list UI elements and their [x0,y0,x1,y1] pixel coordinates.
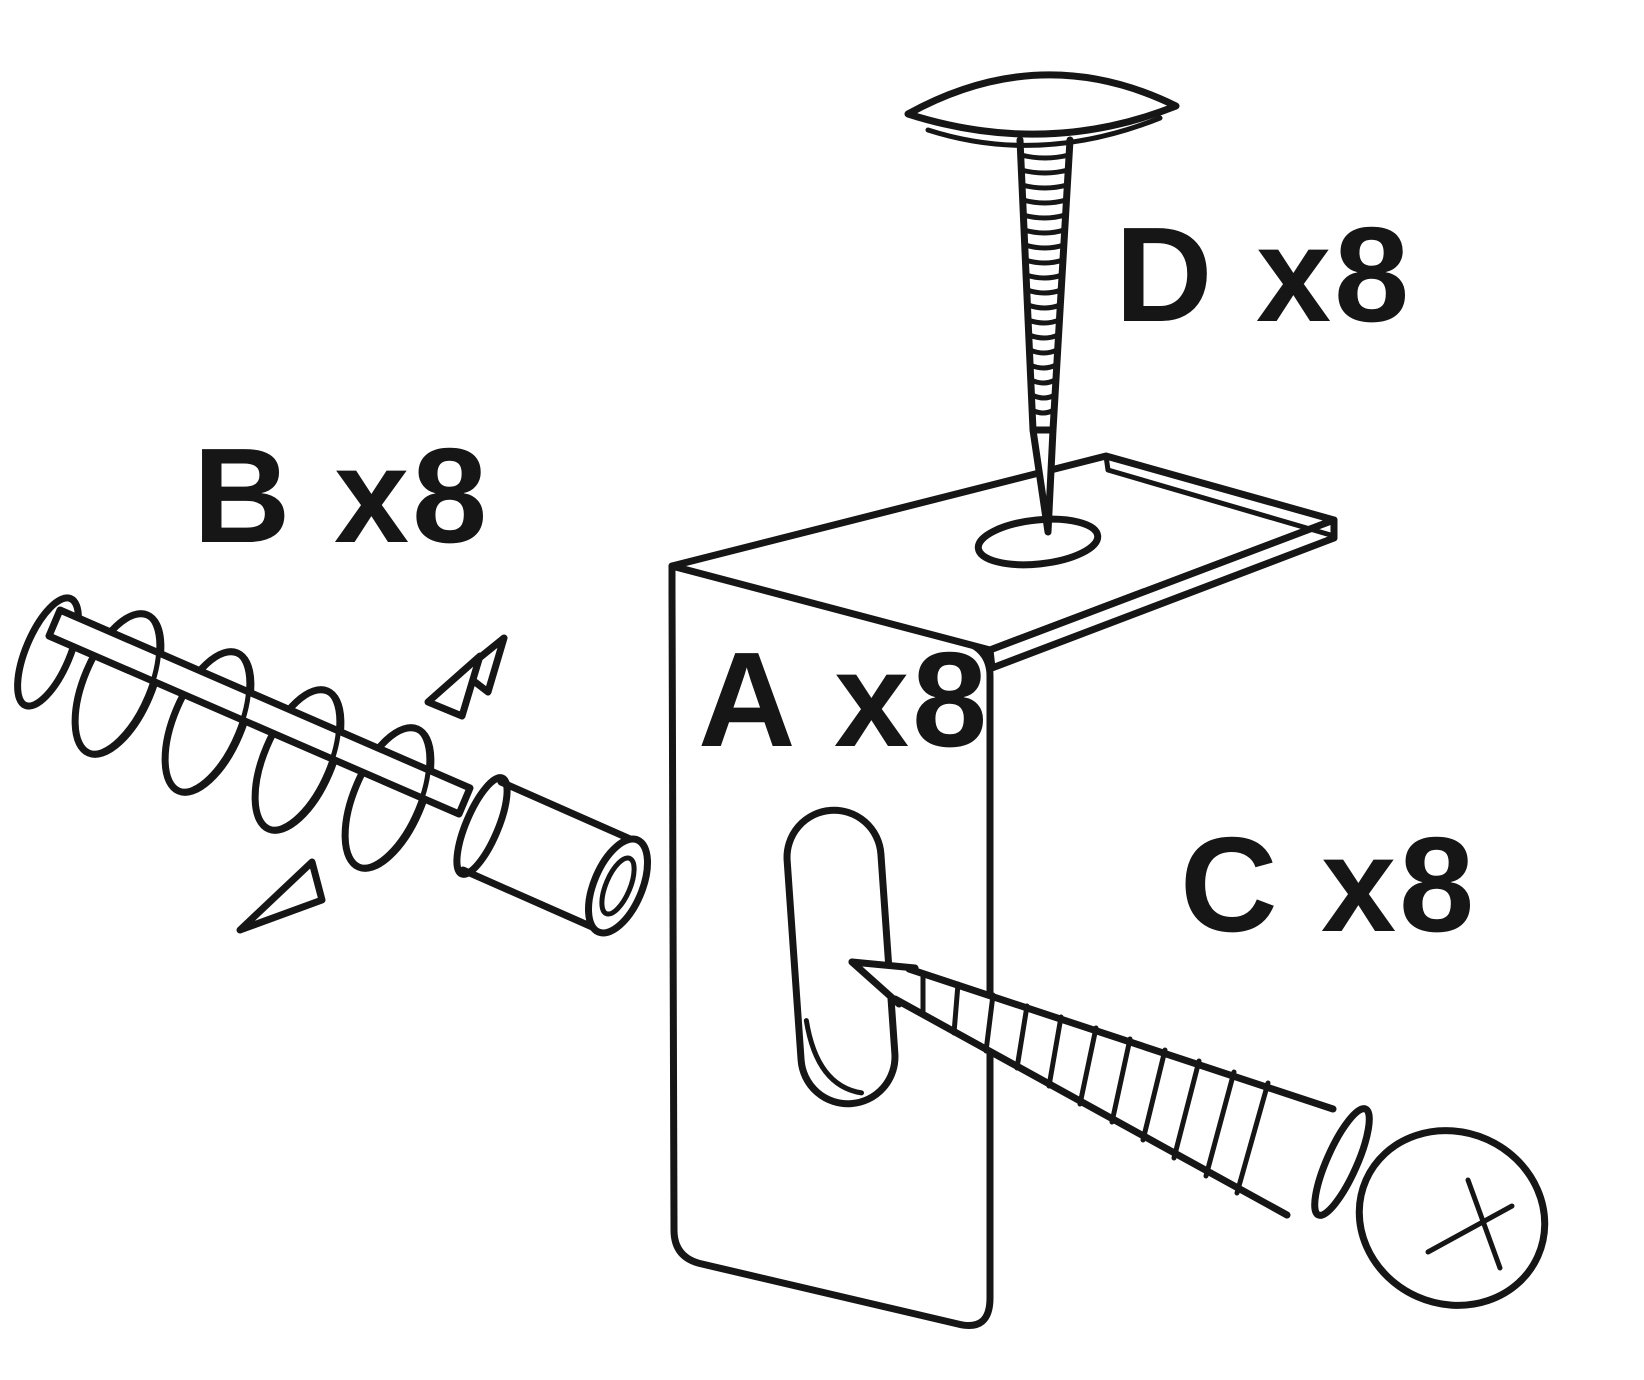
label-part-b: B x8 [193,420,491,571]
screw-threads [920,970,1271,1196]
wall-anchor-drawing [14,594,651,937]
screw-drawing [848,958,1549,1309]
bracket-drawing [668,452,1338,1329]
label-part-c: C x8 [1180,809,1478,960]
label-part-d: D x8 [1115,199,1413,350]
nail-ribs [1018,152,1072,416]
label-part-a: A x8 [698,624,991,775]
nail-drawing [904,71,1180,536]
